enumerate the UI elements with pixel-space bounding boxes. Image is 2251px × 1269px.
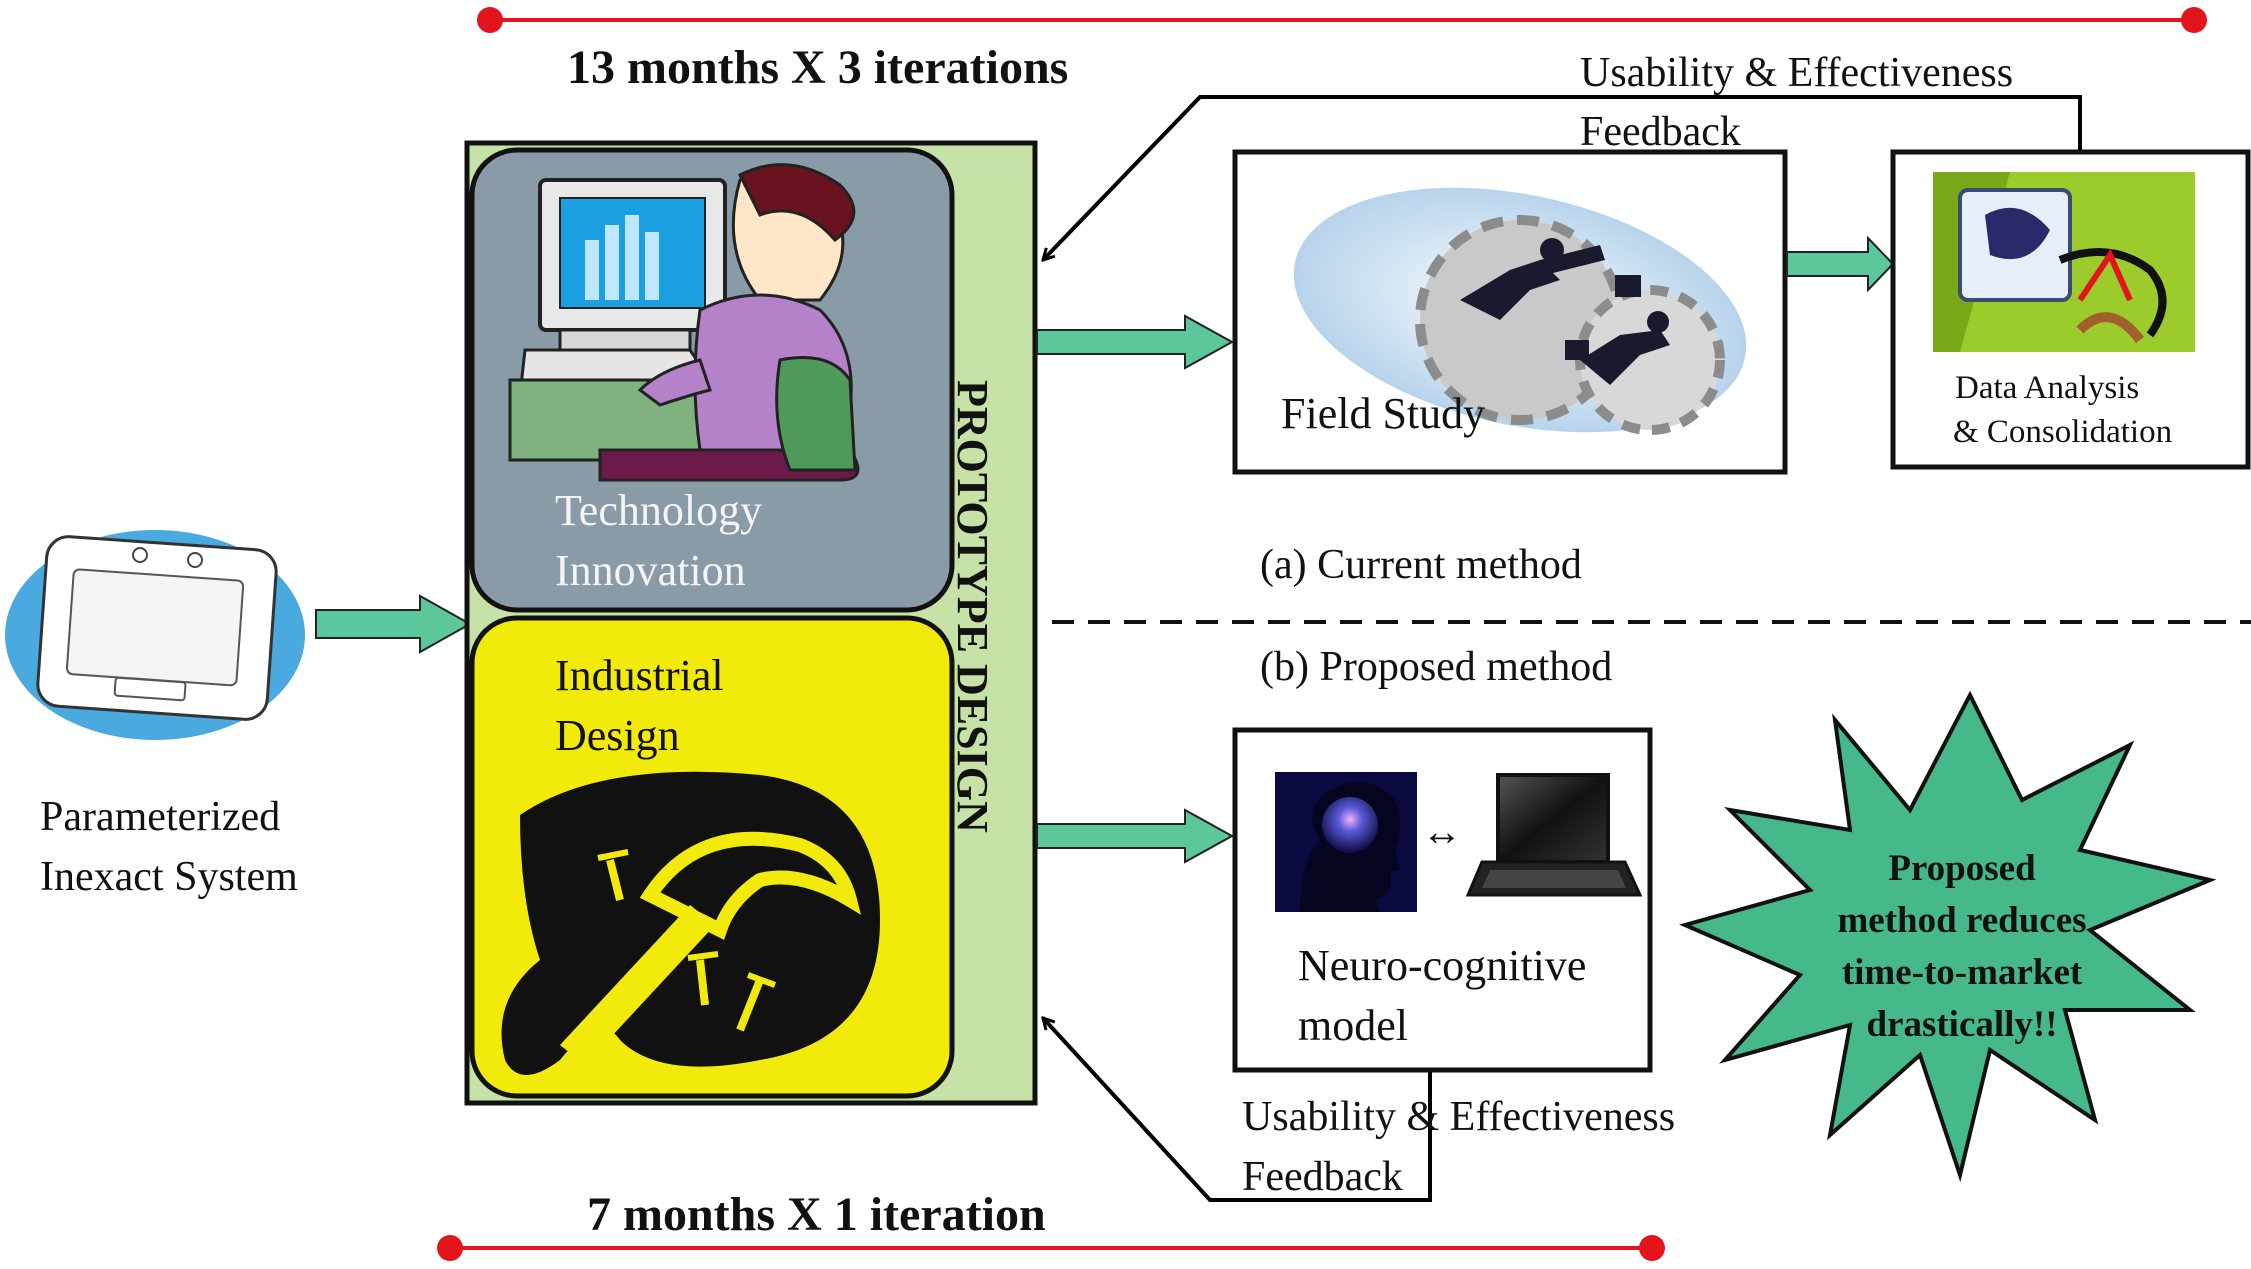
industrial-design-box: Industrial Design: [469, 615, 955, 1099]
input-label-line2: Inexact System: [40, 854, 298, 900]
current-feedback-arrow: [1043, 95, 2082, 260]
arrow-to-analysis: [1786, 235, 1895, 293]
timeline-top-label: 13 months X 3 iterations: [567, 41, 1068, 94]
proposed-feedback-arrow: [1043, 1018, 1432, 1202]
timeline-bottom-label: 7 months X 1 iteration: [587, 1188, 1046, 1241]
timeline-top: 13 months X 3 iterations: [477, 7, 2207, 94]
data-analysis-box: Data Analysis & Consolidation: [1890, 149, 2251, 470]
current-feedback-line1: Usability & Effectiveness: [1580, 50, 2013, 96]
timeline-bottom: 7 months X 1 iteration: [437, 1188, 1665, 1261]
starburst-line4: drastically!!: [1866, 1004, 2057, 1045]
proposed-feedback-line2: Feedback: [1242, 1154, 1403, 1200]
arrow-to-neuro-model: [1036, 808, 1235, 864]
field-study-box: Field Study: [1232, 149, 1788, 475]
prototype-vertical-label: PROTOTYPE DESIGN: [948, 380, 997, 833]
proposed-feedback-line1: Usability & Effectiveness: [1242, 1094, 1675, 1140]
field-study-label: Field Study: [1281, 389, 1485, 438]
starburst-line1: Proposed: [1888, 848, 2036, 889]
analysis-label-line1: Data Analysis: [1955, 370, 2139, 406]
current-feedback-line2: Feedback: [1580, 109, 1741, 155]
neuro-label-line2: model: [1298, 1001, 1408, 1050]
current-method-caption: (a) Current method: [1260, 542, 1582, 588]
tech-label-line1: Technology: [555, 486, 762, 535]
input-label-line1: Parameterized: [40, 794, 280, 840]
neuro-label-line1: Neuro-cognitive: [1298, 941, 1586, 990]
analysis-label-line2: & Consolidation: [1953, 414, 2172, 450]
laptop-icon: [1496, 773, 1610, 864]
starburst-line2: method reduces: [1837, 900, 2086, 941]
neuro-connector: ↔: [1422, 810, 1462, 854]
input-arrow: [315, 594, 473, 654]
tech-label-line2: Innovation: [555, 546, 746, 595]
time-to-market-starburst: Proposed method reduces time-to-market d…: [1679, 690, 2217, 1183]
arrow-to-field-study: [1036, 314, 1235, 370]
starburst-line3: time-to-market: [1842, 952, 2083, 993]
industrial-label-line2: Design: [555, 711, 680, 760]
industrial-label-line1: Industrial: [555, 651, 724, 700]
neuro-cognitive-box: ↔ Neuro-cognitive model: [1232, 727, 1653, 1073]
technology-innovation-box: Technology Innovation: [469, 147, 955, 613]
proposed-method-caption: (b) Proposed method: [1260, 644, 1612, 690]
tablet-illustration: [5, 530, 305, 740]
